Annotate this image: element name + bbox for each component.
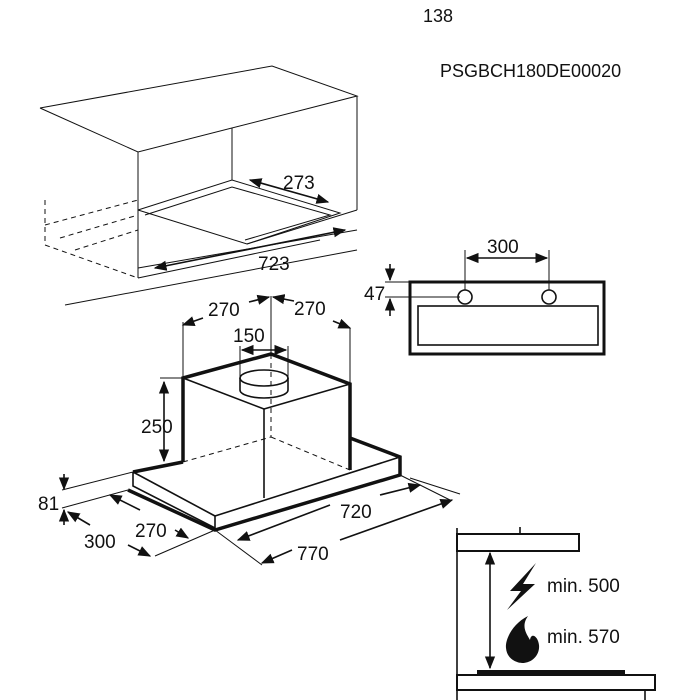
electric-clearance-label: min. 500 xyxy=(547,576,620,597)
box-height-label: 250 xyxy=(141,417,173,438)
hole-spacing-label: 300 xyxy=(487,237,519,258)
outlet-diameter-label: 150 xyxy=(233,326,265,347)
flame-icon xyxy=(505,616,540,663)
total-depth-label: 300 xyxy=(84,532,116,553)
mounting-hole-left xyxy=(457,289,473,305)
hole-offset-label: 47 xyxy=(364,284,385,305)
hood-drawing xyxy=(58,294,461,566)
cabinet-depth-label: 273 xyxy=(283,173,315,194)
lightning-icon xyxy=(507,563,536,610)
inner-width-label: 720 xyxy=(340,502,372,523)
cabinet-drawing xyxy=(39,65,359,306)
page-number: 138 xyxy=(423,6,453,26)
document-code: PSGBCH180DE00020 xyxy=(440,61,621,81)
plate-height-label: 81 xyxy=(38,494,59,515)
left-top-dim-label: 270 xyxy=(208,300,240,321)
right-top-dim-label: 270 xyxy=(294,299,326,320)
box-depth-label: 270 xyxy=(135,521,167,542)
total-width-label: 770 xyxy=(297,544,329,565)
clearance-drawing xyxy=(456,527,656,700)
gas-clearance-label: min. 570 xyxy=(547,627,620,648)
mounting-hole-right xyxy=(541,289,557,305)
cabinet-width-label: 723 xyxy=(258,254,290,275)
front-view-drawing xyxy=(384,250,606,356)
